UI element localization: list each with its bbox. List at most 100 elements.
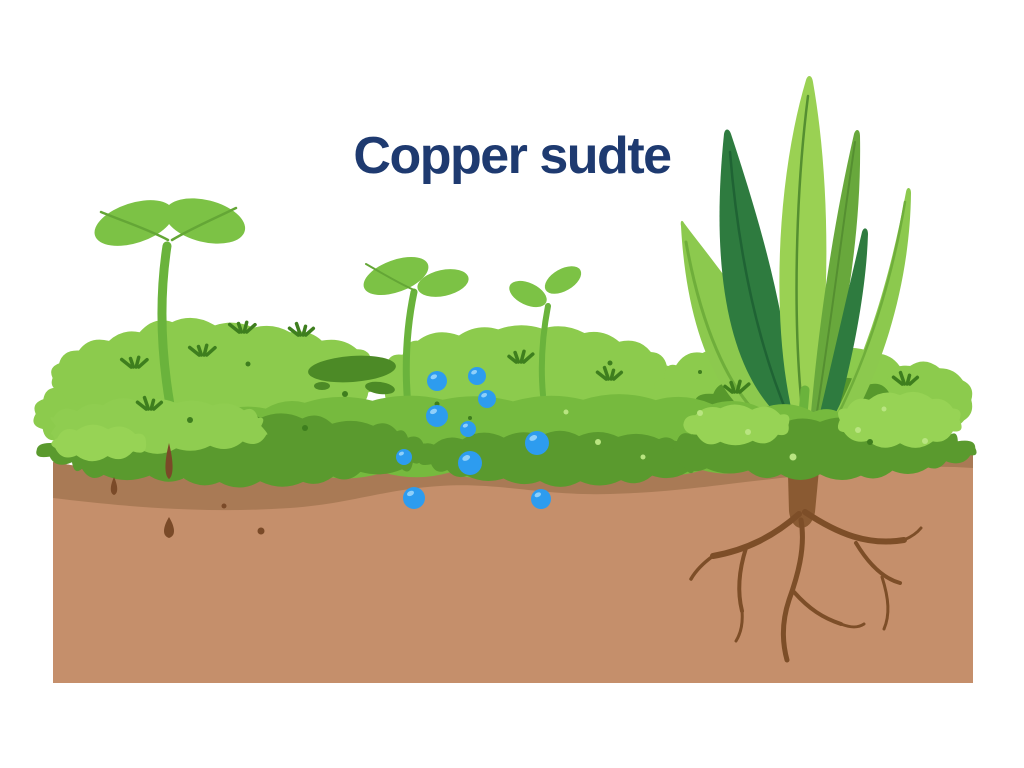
grass-dot	[302, 425, 308, 431]
grass-mark	[134, 355, 141, 369]
grass-mark	[242, 320, 249, 334]
grass-mark	[723, 384, 734, 394]
root-branch	[902, 526, 923, 542]
grass-dot	[187, 417, 193, 423]
copper-droplet	[403, 487, 425, 509]
mature-plant	[680, 76, 911, 453]
grass-dot	[698, 370, 702, 374]
copper-droplet	[396, 449, 412, 465]
root-branch	[734, 609, 744, 643]
grass-mark	[152, 400, 164, 411]
soil-drips	[110, 443, 265, 538]
seedling-leaf-right	[544, 266, 582, 294]
seedling-left	[94, 198, 246, 410]
seedling-leaf-right	[164, 198, 246, 244]
grass-mark	[304, 326, 316, 337]
leaf-vein	[830, 200, 907, 428]
copper-droplets	[396, 367, 551, 509]
dark-patch-blob	[308, 355, 396, 383]
soil-drip	[165, 443, 173, 479]
grass-dot	[855, 427, 861, 433]
droplet-highlight	[529, 435, 538, 441]
seedling-leaf-right	[417, 269, 469, 297]
grass-mark	[301, 324, 308, 337]
grass-mark	[205, 345, 217, 357]
soil-drip-dot	[221, 503, 227, 509]
grass-dot	[607, 360, 613, 366]
grass-dot	[697, 410, 703, 416]
leaf-vein	[728, 150, 791, 420]
soil-drip	[110, 477, 118, 495]
grass-dark-dots	[187, 360, 873, 445]
grass-mark	[236, 321, 244, 334]
grass-dot	[745, 429, 751, 435]
grass-dot	[342, 391, 348, 397]
grass-mark	[227, 322, 241, 334]
seedling-right	[509, 266, 582, 398]
copper-droplet	[531, 489, 551, 509]
grass-mark	[294, 321, 303, 337]
root-branch	[689, 554, 715, 581]
copper-droplet	[426, 405, 448, 427]
plant-leaf-dark-left	[719, 129, 794, 424]
grass-mound-front	[837, 391, 962, 448]
root-branch	[792, 590, 843, 626]
grass-dot	[563, 409, 569, 415]
grass-mark	[187, 345, 201, 357]
droplet-highlight	[462, 455, 471, 461]
grass-mark	[612, 370, 624, 381]
grass-mark	[519, 349, 526, 364]
grass-dot	[245, 361, 251, 367]
seedling-leaf-left	[509, 280, 547, 308]
grass-dot	[595, 439, 601, 445]
soil-drip	[164, 517, 174, 538]
grass-mark	[142, 395, 151, 411]
grass-mark	[128, 356, 136, 369]
grass-dot	[640, 454, 646, 460]
plant-leaf-center	[779, 76, 827, 424]
grass-mark	[137, 357, 149, 369]
seedling-stem	[157, 241, 175, 410]
droplet-highlight	[462, 423, 468, 428]
dark-patch-blob	[314, 382, 330, 390]
grass-dot	[867, 439, 873, 445]
seedling-leaf-left	[363, 256, 429, 296]
copper-droplet	[427, 371, 447, 391]
root-branch	[854, 541, 902, 585]
root-branch	[802, 509, 907, 545]
copper-droplet	[478, 390, 496, 408]
droplet-highlight	[481, 392, 488, 398]
leaf-vein	[365, 263, 415, 291]
droplet-highlight	[534, 492, 542, 498]
droplet-highlight	[398, 451, 404, 456]
grass-mark	[196, 344, 204, 357]
grass-dot	[468, 416, 472, 420]
leaf-vein	[170, 206, 238, 242]
grass-mark	[602, 365, 611, 381]
grass-mark	[908, 375, 920, 386]
dark-patch-blob	[365, 381, 395, 395]
copper-droplet	[460, 421, 476, 437]
grass-mark	[898, 370, 907, 386]
plant-leaf-dark-right	[816, 228, 868, 432]
leaf-vein	[795, 94, 810, 420]
grass-mark	[729, 380, 737, 394]
grass-dot	[881, 406, 887, 412]
copper-droplet	[468, 367, 486, 385]
root-branch	[880, 575, 890, 631]
scene-title: Copper sudte	[353, 127, 672, 185]
grass-mark	[245, 322, 257, 334]
grass-specks	[563, 406, 928, 461]
grass-mark	[595, 370, 608, 381]
grass-mark	[905, 373, 912, 386]
root-branch	[839, 622, 866, 629]
grass-mound-front	[51, 424, 147, 462]
plant-leaf-mid-right	[810, 130, 861, 424]
grass-mark	[135, 400, 148, 411]
grass-dark-patch	[308, 355, 396, 395]
taproot	[780, 517, 805, 663]
grass-mark	[507, 354, 518, 364]
grass-mark	[891, 375, 904, 386]
